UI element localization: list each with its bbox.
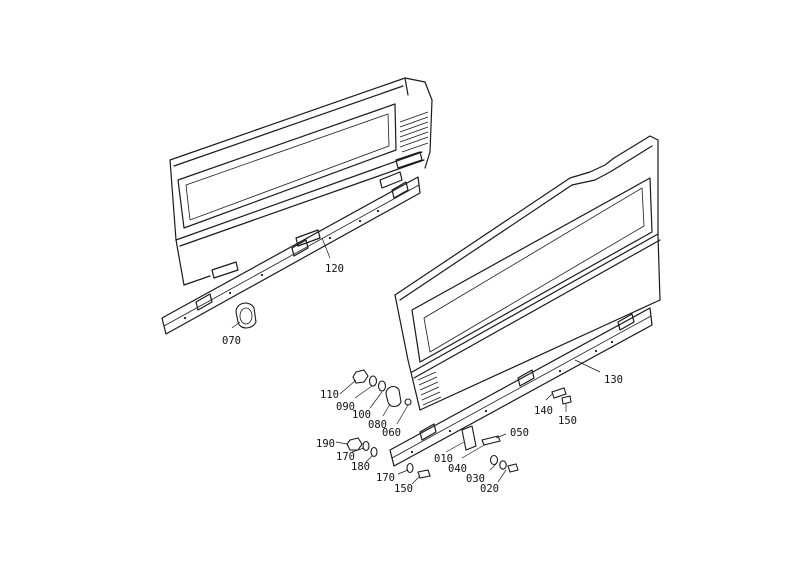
- bracket-010: [461, 425, 477, 451]
- label-190: 190: [316, 438, 335, 450]
- bushing-060: [404, 398, 412, 406]
- right-side-panel: [394, 135, 661, 411]
- bolt-050: [481, 435, 501, 446]
- leader-lines: [231, 237, 601, 485]
- label-150-upper: 150: [558, 415, 577, 427]
- label-020: 020: [480, 483, 499, 495]
- washer-040: [489, 454, 499, 466]
- nut-110: [352, 369, 369, 384]
- washer-180: [370, 446, 378, 458]
- left-panel-grille: [399, 111, 429, 153]
- label-050: 050: [510, 427, 529, 439]
- part-labels: 120 130 070 110 090 100 080 060 140 150 …: [222, 263, 623, 495]
- label-030: 030: [466, 473, 485, 485]
- left-side-panel: [169, 77, 433, 286]
- label-100: 100: [352, 409, 371, 421]
- bolt-150-lower: [417, 469, 431, 479]
- hinge-strip-130: [389, 307, 653, 467]
- nut-190: [346, 437, 363, 451]
- clip-070: [235, 302, 257, 329]
- clip-080: [385, 385, 402, 408]
- label-010: 010: [434, 453, 453, 465]
- label-080: 080: [368, 419, 387, 431]
- washer-170b: [406, 462, 414, 474]
- washer-170a: [362, 440, 370, 452]
- label-170-upper: 170: [336, 451, 355, 463]
- plate-140: [551, 387, 567, 399]
- label-140: 140: [534, 405, 553, 417]
- label-170-lower: 170: [376, 472, 395, 484]
- label-090: 090: [336, 401, 355, 413]
- label-120: 120: [325, 263, 344, 275]
- washer-030: [499, 460, 507, 470]
- label-040: 040: [448, 463, 467, 475]
- label-070: 070: [222, 335, 241, 347]
- right-panel-grille: [417, 371, 442, 406]
- hinge-strip-120: [161, 176, 421, 335]
- nut-020: [507, 463, 519, 473]
- washer-090: [368, 375, 378, 387]
- label-180: 180: [351, 461, 370, 473]
- label-150-lower: 150: [394, 483, 413, 495]
- bolt-150-upper: [561, 395, 572, 405]
- label-130: 130: [604, 374, 623, 386]
- label-110: 110: [320, 389, 339, 401]
- hardware-cluster: [346, 369, 572, 479]
- label-060: 060: [382, 427, 401, 439]
- washer-100: [377, 380, 387, 392]
